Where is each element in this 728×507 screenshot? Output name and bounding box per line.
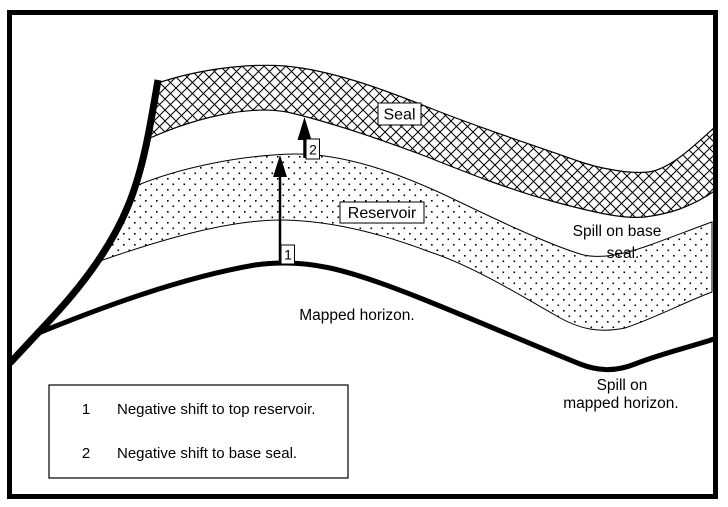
seal-label-box	[377, 102, 422, 126]
fault-line	[7, 79, 162, 366]
arrow-1: 1	[273, 155, 295, 265]
spill-base-seal-line1: Spill on base	[573, 223, 662, 240]
mapped-horizon-label: Mapped horizon.	[299, 307, 414, 324]
seal-label-group: Seal	[377, 102, 422, 126]
legend-item-1-description: Negative shift to top reservoir.	[117, 401, 315, 418]
legend-item-2-number: 2	[82, 445, 90, 462]
arrow-2: 2	[297, 117, 320, 160]
arrow-2-number: 2	[309, 142, 317, 158]
spill-mapped-horizon-line2: mapped horizon.	[563, 395, 678, 412]
arrow-2-number-box	[305, 138, 320, 160]
seal-label: Seal	[383, 107, 415, 124]
reservoir-label-box	[339, 201, 425, 224]
legend-box	[48, 384, 349, 479]
reservoir-layer	[95, 153, 713, 331]
reservoir-label: Reservoir	[348, 205, 417, 222]
legend-item-2-description: Negative shift to base seal.	[117, 445, 297, 462]
legend-item-1-number: 1	[82, 401, 90, 418]
reservoir-label-group: Reservoir	[339, 201, 425, 224]
spill-mapped-horizon-line1: Spill on	[597, 377, 648, 394]
spill-base-seal-label: Spill on base seal.	[573, 223, 662, 262]
diagram-frame-border	[7, 10, 718, 499]
spill-base-seal-line2: seal.	[607, 245, 640, 262]
arrow-1-number: 1	[284, 247, 292, 263]
legend-item-2: 2 Negative shift to base seal.	[82, 445, 297, 462]
mapped-horizon-line	[35, 260, 715, 373]
legend: 1 Negative shift to top reservoir. 2 Neg…	[48, 384, 349, 479]
arrow-1-number-box	[280, 244, 295, 265]
legend-item-1: 1 Negative shift to top reservoir.	[82, 401, 316, 418]
spill-mapped-horizon-label: Spill on mapped horizon.	[563, 377, 678, 412]
